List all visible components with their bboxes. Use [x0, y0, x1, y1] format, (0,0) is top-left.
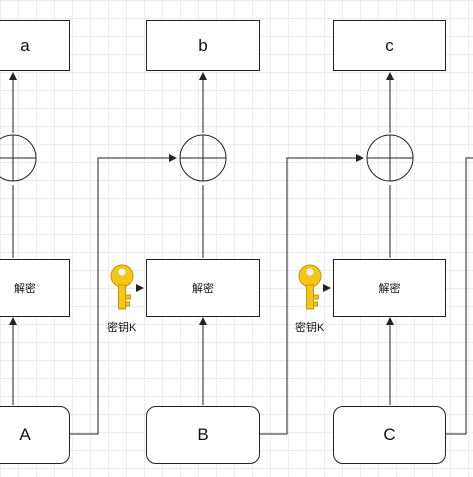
key-icon	[298, 264, 322, 310]
input-box-c: C	[333, 406, 446, 464]
decrypt-box-b: 解密	[146, 259, 260, 317]
output-box-b: b	[146, 20, 260, 71]
decrypt-box-c: 解密	[333, 259, 446, 317]
output-box-a: a	[0, 20, 70, 71]
input-label-b: B	[197, 425, 209, 444]
input-box-a: A	[0, 406, 70, 464]
decrypt-label-a: 解密	[14, 283, 36, 295]
decrypt-label-b: 解密	[192, 283, 214, 295]
decrypt-label-c: 解密	[378, 283, 401, 295]
key-label-2: 密钥K	[295, 322, 325, 334]
input-label-a: A	[19, 425, 31, 444]
output-label-a: a	[20, 35, 30, 55]
output-label-b: b	[198, 35, 208, 55]
key-icon	[110, 264, 134, 310]
feed-a-to-xor-b	[70, 154, 177, 435]
output-box-c: c	[333, 20, 446, 71]
input-box-b: B	[146, 406, 260, 464]
output-label-c: c	[385, 35, 394, 55]
decrypt-box-a: 解密	[0, 259, 70, 317]
input-label-c: C	[383, 425, 396, 444]
key-label-1: 密钥K	[107, 322, 137, 334]
feed-b-to-xor-c	[260, 154, 364, 435]
feed-c-to-next	[446, 157, 473, 435]
